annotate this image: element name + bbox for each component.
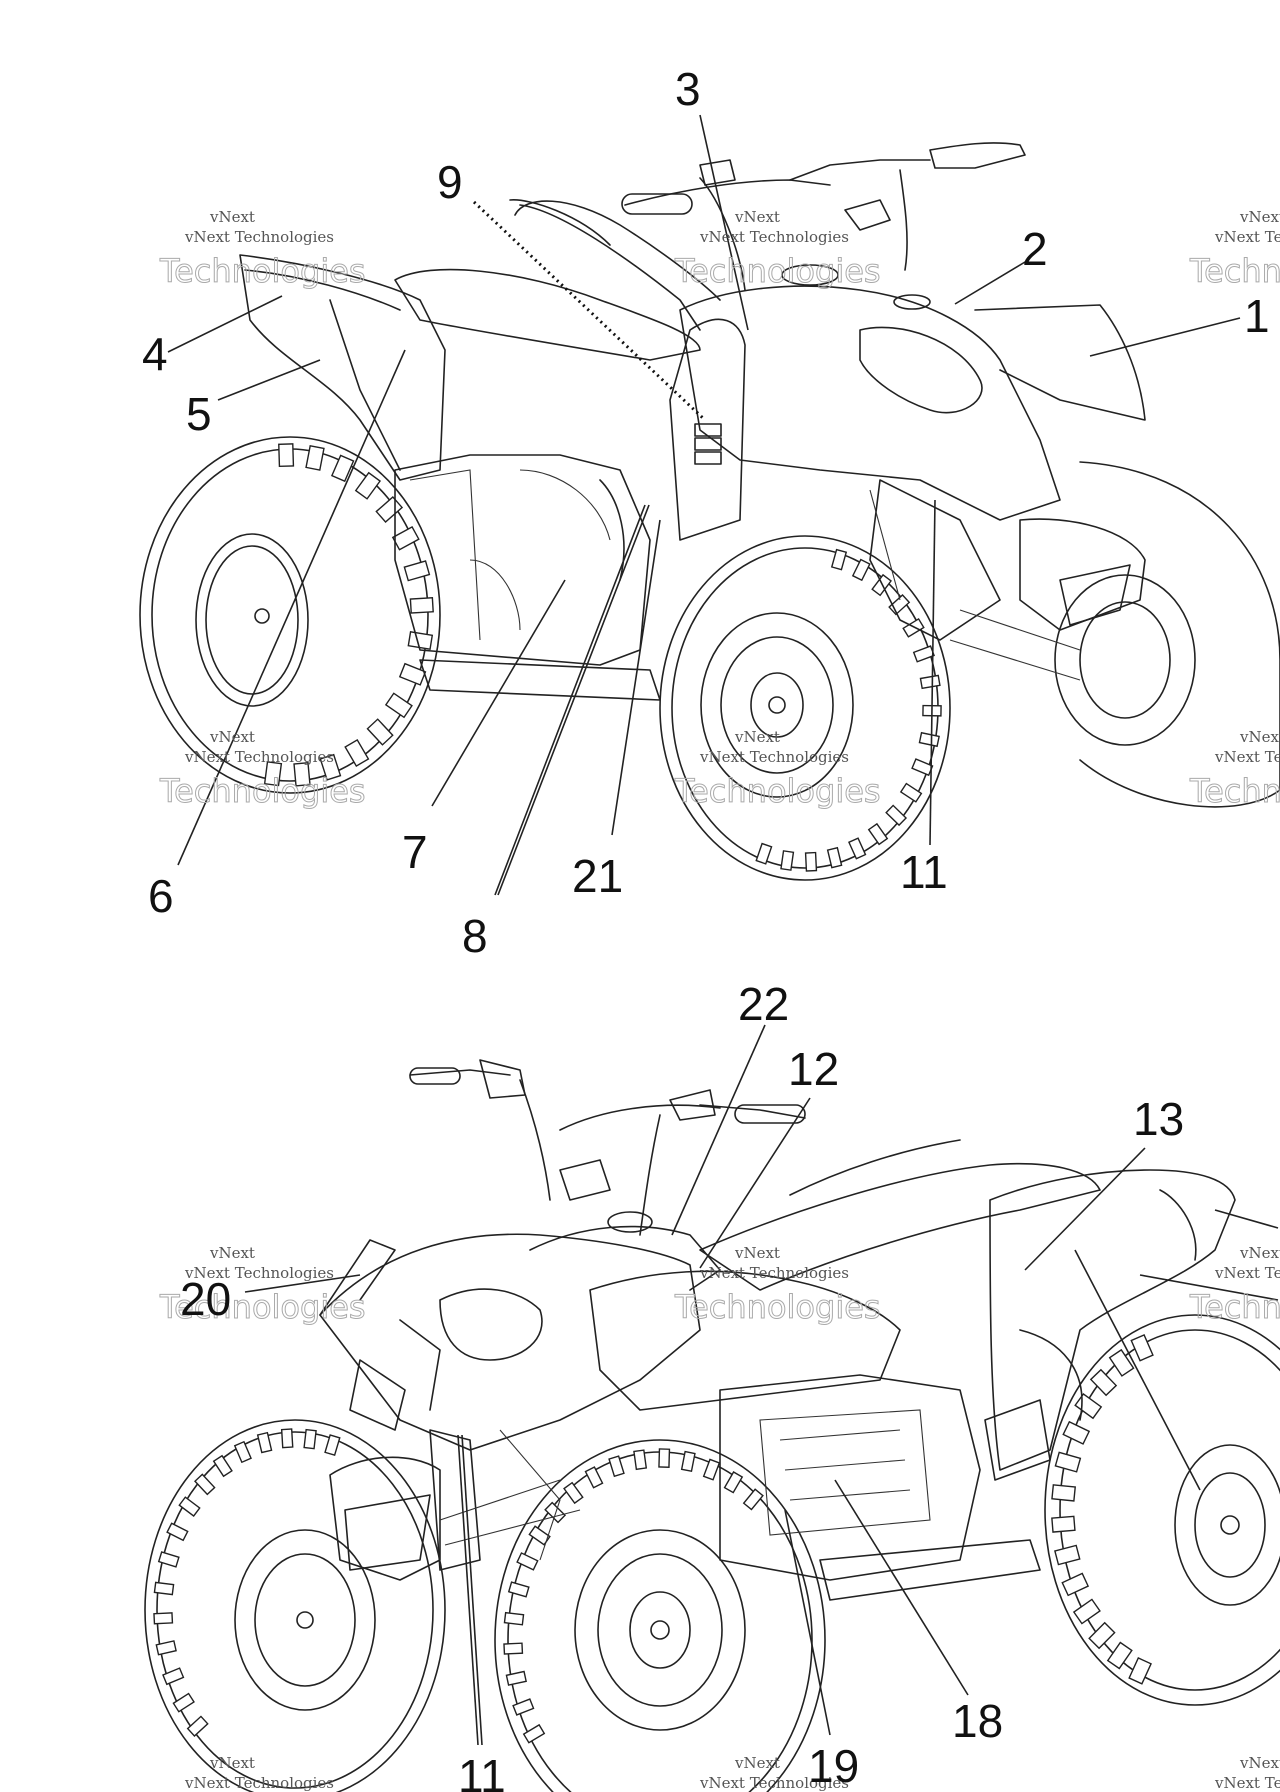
svg-text:vNext: vNext (734, 1754, 780, 1772)
svg-text:Technologies: Technologies (159, 772, 366, 810)
callout-7: 7 (402, 826, 428, 878)
svg-text:Technologies: Technologies (674, 1288, 881, 1326)
body-bottom (319, 1139, 1236, 1601)
callout-20: 20 (180, 1273, 231, 1325)
svg-text:vNext: vNext (209, 1244, 255, 1262)
svg-text:vNext Technologies: vNext Technologies (699, 228, 849, 246)
watermark: vNext vNext Technologies (699, 1754, 849, 1792)
front-wheel-bottom (494, 1439, 826, 1792)
svg-text:vNext Technologies: vNext Technologies (1214, 1264, 1280, 1282)
svg-text:vNext: vNext (1239, 1244, 1280, 1262)
leader-lines-top (167, 114, 1241, 896)
svg-text:Technologies: Technologies (674, 252, 881, 290)
watermarks: vNext vNext Technologies Technologies vN… (159, 208, 1280, 1792)
svg-text:vNext Technologies: vNext Technologies (699, 1774, 849, 1792)
svg-text:vNext Technologies: vNext Technologies (1214, 1774, 1280, 1792)
watermark: vNext vNext Technologies Technologies (159, 1244, 367, 1327)
callout-11-top: 11 (900, 846, 948, 898)
svg-text:vNext Technologies: vNext Technologies (184, 748, 334, 766)
watermark: vNext vNext Technologies Technologies (1189, 1244, 1280, 1327)
watermark: vNext vNext Technologies Technologies (674, 208, 882, 291)
svg-text:vNext Technologies: vNext Technologies (184, 1774, 334, 1792)
body-top (239, 199, 1146, 701)
watermark: vNext vNext Technologies Technologies (674, 1244, 882, 1327)
front-wheel-top (659, 535, 951, 881)
rear-wheel-bottom (1044, 1314, 1280, 1706)
callout-6: 6 (148, 870, 174, 922)
svg-text:vNext: vNext (1239, 728, 1280, 746)
svg-text:vNext: vNext (734, 728, 780, 746)
callout-1: 1 (1244, 290, 1270, 342)
callout-13: 13 (1133, 1093, 1184, 1145)
watermark: vNext vNext Technologies (184, 1754, 334, 1792)
svg-text:vNext: vNext (734, 1244, 780, 1262)
svg-text:Technologies: Technologies (159, 1288, 366, 1326)
handlebars-bottom (409, 1059, 806, 1236)
svg-text:vNext Technologies: vNext Technologies (1214, 748, 1280, 766)
rear-wheel-top (139, 436, 441, 794)
svg-text:vNext: vNext (209, 208, 255, 226)
watermark: vNext vNext Technologies Technologies (159, 208, 367, 291)
callouts-bottom: 11 12 13 18 19 20 22 (180, 978, 1184, 1792)
svg-text:vNext: vNext (1239, 1754, 1280, 1772)
callout-19: 19 (808, 1740, 859, 1792)
svg-text:vNext Technologies: vNext Technologies (699, 748, 849, 766)
svg-text:Technologies: Technologies (1189, 1288, 1280, 1326)
callout-3: 3 (675, 63, 701, 115)
svg-text:vNext: vNext (734, 208, 780, 226)
callout-5: 5 (186, 388, 212, 440)
svg-text:Technologies: Technologies (1189, 772, 1280, 810)
far-front-wheel-bottom (144, 1419, 446, 1792)
callouts-top: 1 2 3 4 5 6 7 8 9 11 21 (142, 63, 1270, 962)
svg-text:vNext Technologies: vNext Technologies (699, 1264, 849, 1282)
svg-text:Technologies: Technologies (674, 772, 881, 810)
callout-12: 12 (788, 1043, 839, 1095)
svg-text:vNext: vNext (1239, 208, 1280, 226)
svg-text:Technologies: Technologies (159, 252, 366, 290)
callout-2: 2 (1022, 223, 1048, 275)
callout-8: 8 (462, 910, 488, 962)
callout-9: 9 (437, 156, 463, 208)
svg-text:Technologies: Technologies (1189, 252, 1280, 290)
watermark: vNext vNext Technologies (1214, 1754, 1280, 1792)
callout-22: 22 (738, 978, 789, 1030)
callout-11-bottom: 11 (458, 1750, 506, 1792)
svg-text:vNext: vNext (209, 728, 255, 746)
svg-text:vNext: vNext (209, 1754, 255, 1772)
callout-21: 21 (572, 850, 623, 902)
callout-4: 4 (142, 328, 168, 380)
watermark: vNext vNext Technologies Technologies (159, 728, 367, 811)
watermark: vNext vNext Technologies Technologies (1189, 728, 1280, 811)
atv-bottom-illustration (144, 1059, 1280, 1792)
watermark: vNext vNext Technologies Technologies (1189, 208, 1280, 291)
watermark: vNext vNext Technologies Technologies (674, 728, 882, 811)
svg-text:vNext Technologies: vNext Technologies (1214, 228, 1280, 246)
svg-text:vNext Technologies: vNext Technologies (184, 228, 334, 246)
callout-18: 18 (952, 1695, 1003, 1747)
leader-lines-bottom (244, 1024, 1279, 1746)
svg-text:vNext Technologies: vNext Technologies (184, 1264, 334, 1282)
